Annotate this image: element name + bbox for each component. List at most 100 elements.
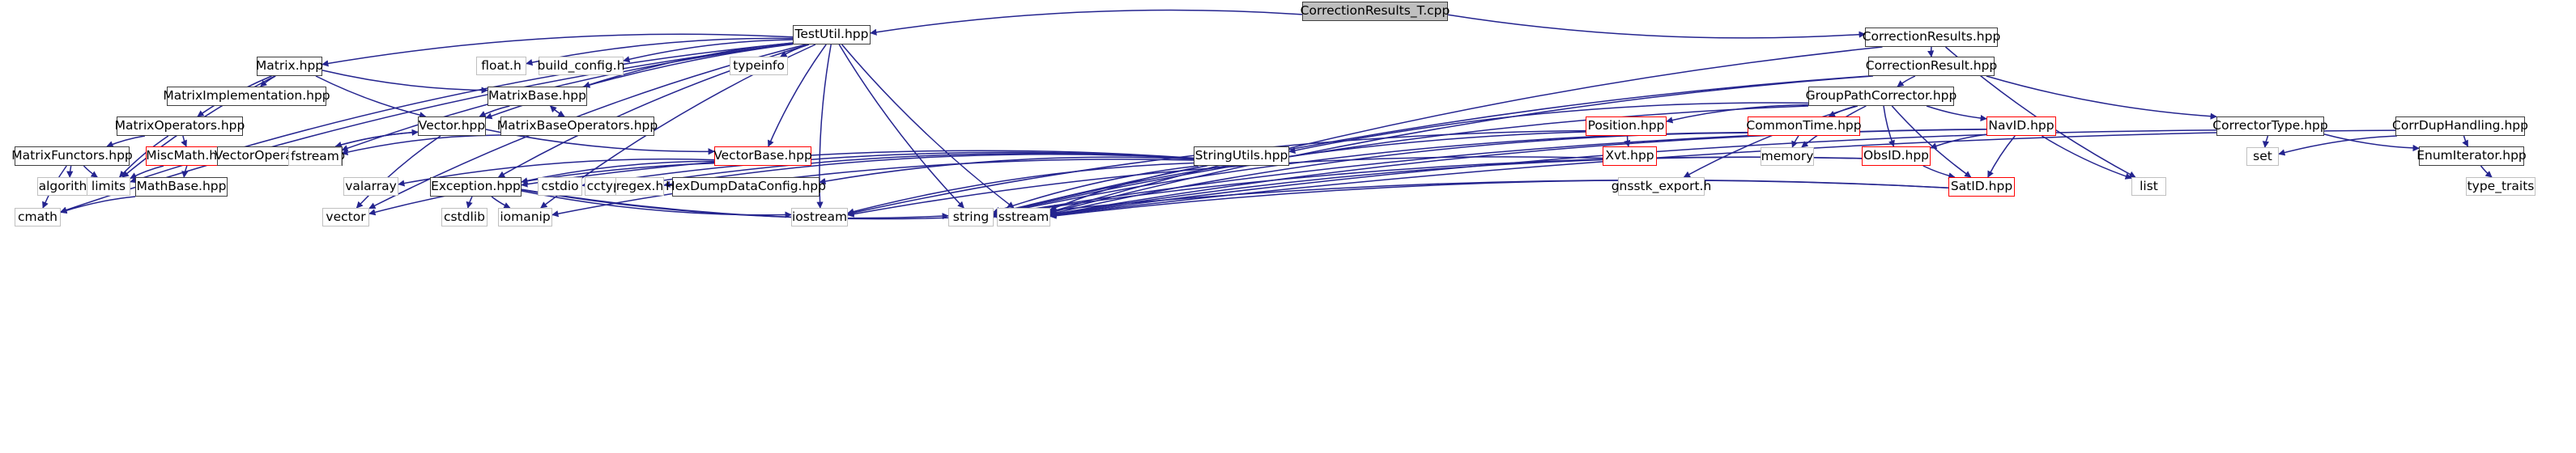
- graph-edge: [181, 165, 189, 178]
- graph-node-label: EnumIterator.hpp: [2416, 148, 2527, 163]
- graph-edge: [2042, 135, 2132, 180]
- graph-node-label: Position.hpp: [1587, 118, 1665, 133]
- graph-node-type-traits[interactable]: type_traits: [2466, 177, 2536, 196]
- graph-node-obsid-hpp[interactable]: ObsID.hpp: [1862, 146, 1931, 166]
- graph-node-correctionresults-hpp[interactable]: CorrectionResults.hpp: [1863, 28, 2000, 47]
- graph-edge: [491, 196, 511, 209]
- graph-node-sstream[interactable]: sstream: [997, 208, 1050, 226]
- graph-edge: [1447, 14, 1866, 39]
- graph-node-label: HexDumpDataConfig.hpp: [666, 179, 826, 194]
- graph-node-matriximplementation-hpp[interactable]: MatrixImplementation.hpp: [163, 87, 330, 106]
- graph-node-matrixoperators-hpp[interactable]: MatrixOperators.hpp: [115, 116, 245, 136]
- graph-edge: [83, 165, 98, 178]
- graph-node-string[interactable]: string: [948, 208, 994, 226]
- graph-node-label: CommonTime.hpp: [1746, 118, 1862, 133]
- graph-edge: [341, 43, 794, 152]
- graph-node-label: set: [2253, 148, 2272, 163]
- graph-edge: [398, 158, 715, 187]
- graph-node-xvt-hpp[interactable]: Xvt.hpp: [1603, 146, 1657, 166]
- graph-edge: [341, 134, 501, 156]
- graph-node-fstream[interactable]: fstream: [288, 147, 342, 166]
- graph-node-commontime-hpp[interactable]: CommonTime.hpp: [1746, 116, 1862, 136]
- graph-node-matrix-hpp[interactable]: Matrix.hpp: [256, 57, 323, 76]
- graph-node-label: GroupPathCorrector.hpp: [1805, 88, 1957, 104]
- graph-edge: [1050, 46, 1883, 214]
- graph-node-position-hpp[interactable]: Position.hpp: [1586, 116, 1667, 136]
- graph-node-corrduphandling-hpp[interactable]: CorrDupHandling.hpp: [2392, 116, 2528, 136]
- graph-edge: [551, 159, 1194, 218]
- graph-edge: [1050, 129, 2396, 218]
- graph-node-iomanip[interactable]: iomanip: [498, 208, 552, 226]
- graph-node-hexdumpdataconfig-hpp[interactable]: HexDumpDataConfig.hpp: [666, 177, 826, 197]
- graph-edge: [847, 156, 1603, 218]
- graph-node-testutil-hpp[interactable]: TestUtil.hpp: [793, 25, 871, 44]
- graph-edge: [321, 70, 488, 94]
- graph-node-build-config-h[interactable]: build_config.h: [537, 57, 625, 75]
- graph-node-grouppathcorrector-hpp[interactable]: GroupPathCorrector.hpp: [1805, 87, 1957, 106]
- graph-edge: [106, 135, 146, 148]
- graph-edge: [838, 44, 964, 209]
- graph-node-matrixfunctors-hpp[interactable]: MatrixFunctors.hpp: [11, 146, 133, 166]
- graph-node-label: typeinfo: [733, 57, 785, 73]
- graph-node-enumiterator-hpp[interactable]: EnumIterator.hpp: [2416, 146, 2527, 166]
- graph-edge: [60, 196, 136, 214]
- graph-node-label: vector: [326, 209, 366, 224]
- graph-node-regex-h[interactable]: regex.h: [615, 177, 664, 196]
- graph-node-satid-hpp[interactable]: SatID.hpp: [1948, 177, 2015, 197]
- graph-node-iostream[interactable]: iostream: [791, 208, 848, 226]
- graph-node-mathbase-hpp[interactable]: MathBase.hpp: [135, 177, 228, 197]
- graph-node-limits[interactable]: limits: [87, 177, 130, 196]
- graph-node-list[interactable]: list: [2131, 177, 2166, 196]
- graph-node-label: valarray: [345, 178, 397, 193]
- graph-node-vector-hpp[interactable]: Vector.hpp: [418, 116, 486, 136]
- graph-node-cmath[interactable]: cmath: [15, 208, 61, 226]
- graph-edge: [993, 105, 1809, 217]
- graph-node-label: CorrectionResult.hpp: [1865, 58, 1998, 74]
- graph-node-correctortype-hpp[interactable]: CorrectorType.hpp: [2212, 116, 2328, 136]
- graph-edge: [841, 44, 1015, 209]
- graph-node-label: MatrixImplementation.hpp: [163, 88, 330, 104]
- graph-node-typeinfo[interactable]: typeinfo: [730, 57, 788, 75]
- graph-edge: [993, 179, 1949, 219]
- graph-node-memory[interactable]: memory: [1761, 147, 1814, 166]
- graph-node-matrixbase-hpp[interactable]: MatrixBase.hpp: [488, 87, 587, 106]
- graph-node-label: limits: [91, 178, 126, 193]
- graph-node-label: TestUtil.hpp: [794, 27, 869, 42]
- graph-edge: [521, 150, 1194, 188]
- graph-node-matrixbaseoperators-hpp[interactable]: MatrixBaseOperators.hpp: [497, 116, 658, 136]
- graph-edge: [1683, 105, 1859, 178]
- graph-node-correctionresult-hpp[interactable]: CorrectionResult.hpp: [1865, 57, 1998, 76]
- graph-node-exception-hpp[interactable]: Exception.hpp: [430, 177, 522, 197]
- graph-node-label: list: [2140, 178, 2158, 193]
- graph-node-vectorbase-hpp[interactable]: VectorBase.hpp: [713, 146, 812, 166]
- graph-node-label: string: [952, 209, 990, 224]
- graph-node-label: type_traits: [2467, 178, 2535, 193]
- graph-edge: [130, 165, 164, 180]
- graph-edge: [993, 75, 1870, 216]
- graph-node-label: iomanip: [500, 209, 551, 224]
- graph-node-stringutils-hpp[interactable]: StringUtils.hpp: [1194, 146, 1289, 166]
- graph-edge: [816, 44, 832, 209]
- graph-edge: [1624, 135, 1631, 147]
- graph-node-float-h[interactable]: float.h: [476, 57, 526, 75]
- graph-node-label: ObsID.hpp: [1863, 148, 1930, 163]
- graph-node-valarray[interactable]: valarray: [343, 177, 398, 196]
- graph-edge: [1986, 75, 2217, 120]
- graph-edge: [2323, 133, 2420, 152]
- graph-edge: [181, 135, 187, 147]
- graph-node-navid-hpp[interactable]: NavID.hpp: [1986, 116, 2056, 136]
- graph-node-label: MathBase.hpp: [136, 179, 227, 194]
- graph-node-vector[interactable]: vector: [322, 208, 369, 226]
- graph-node-label: sstream: [998, 209, 1050, 224]
- graph-node-label: memory: [1761, 148, 1814, 163]
- graph-node-correctionresults-t-cpp[interactable]: CorrectionResults_T.cpp: [1301, 2, 1450, 21]
- graph-node-label: CorrectorType.hpp: [2212, 118, 2328, 133]
- graph-node-cstdlib[interactable]: cstdlib: [441, 208, 488, 226]
- graph-node-cstdio[interactable]: cstdio: [538, 177, 582, 196]
- graph-edge: [1891, 105, 1972, 178]
- graph-node-set[interactable]: set: [2246, 147, 2279, 166]
- graph-edge: [1791, 135, 1799, 148]
- graph-node-gnsstk-export-h[interactable]: gnsstk_export.h: [1612, 177, 1711, 196]
- graph-node-label: cmath: [17, 209, 58, 224]
- graph-node-label: build_config.h: [537, 57, 625, 73]
